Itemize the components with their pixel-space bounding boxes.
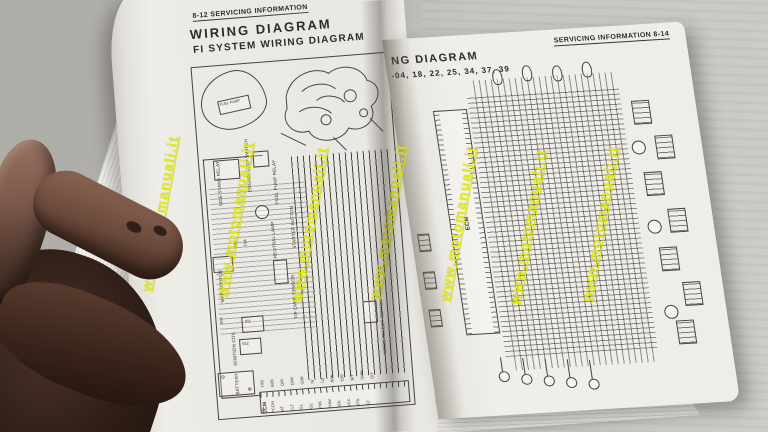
ecm-pin: IAT	[279, 405, 285, 413]
wire-code: G/Y	[368, 371, 375, 380]
gutter-connector-block	[428, 308, 443, 328]
battery-minus-sign: ⊖	[220, 374, 226, 381]
connector-block	[675, 319, 698, 345]
engine-pictorial-drawing	[280, 66, 384, 151]
wire	[499, 357, 504, 372]
wire-code: O/W	[289, 377, 295, 386]
injector-symbol	[587, 378, 601, 390]
battery-plus-sign: ⊕	[247, 386, 253, 393]
main-switch-box	[212, 255, 234, 274]
injector-symbol	[542, 375, 556, 387]
right-vertical-wires	[472, 71, 656, 371]
wire-code: Gr/W	[358, 370, 365, 380]
right-running-header: SERVICING INFORMATION 8-14	[553, 30, 670, 47]
ignition-coil-symbol	[520, 64, 534, 82]
fuel-pump-label: FUEL PUMP	[219, 98, 241, 107]
ecm-pin: E2	[364, 400, 371, 406]
ecm-pin: PCON	[269, 401, 276, 414]
sensor-symbol	[630, 140, 647, 155]
fingernail	[151, 223, 169, 238]
ecm-pin: VCC	[345, 398, 352, 408]
connector-block	[658, 246, 681, 272]
connector-block	[667, 207, 689, 233]
wire-code: Gr	[309, 379, 315, 384]
injector-symbol	[498, 370, 511, 383]
wire-code: O/G	[339, 373, 345, 382]
gutter-connector-block	[417, 233, 432, 253]
wire-code: B/Bl	[269, 379, 275, 388]
fuse-30a-label: 30A	[219, 317, 224, 325]
fuel-pump-relay-box	[252, 150, 270, 168]
injector-symbol	[520, 373, 534, 386]
left-diagram-frame: FUEL PUMP ENGINE STOP SWITCH SI	[190, 51, 416, 421]
ignition-coil-label: IGNITION COIL	[230, 331, 239, 366]
ecm-pin: IG2	[307, 403, 314, 411]
sensor-symbol	[663, 304, 680, 320]
fuel-tank-drawing: FUEL PUMP	[194, 64, 272, 136]
wire-code: O/R	[279, 378, 285, 387]
ecm-pin: KNK	[317, 400, 323, 410]
wire-code: B/W	[329, 374, 335, 383]
mode-select-switch-box	[362, 300, 379, 324]
connector-block	[630, 99, 653, 125]
wire-code: G/W	[299, 376, 305, 385]
right-page-title: NG DIAGRAM	[390, 50, 480, 68]
ecm-pin: IG1	[298, 403, 304, 411]
wire-code: Lg	[319, 378, 325, 384]
ignition-coil-symbol	[551, 65, 564, 82]
fuse-10a-label: 10A	[233, 239, 238, 248]
right-ecm-label: ECM	[463, 216, 472, 231]
wire-code: B/Y	[349, 373, 355, 381]
ignition-coil-symbol	[580, 61, 594, 78]
connector-block	[654, 134, 676, 160]
fuse-15a-label: 15A	[243, 238, 248, 247]
gutter-connector-block	[422, 271, 438, 290]
connector-block	[682, 281, 704, 306]
ignition-coil-1-box: IG1	[241, 315, 265, 333]
ecm-pin: THW	[326, 399, 333, 409]
right-page: SERVICING INFORMATION 8-14 NG DIAGRAM -0…	[382, 21, 741, 420]
wire-code: Y/Bl	[259, 380, 265, 388]
ecm-pin: CLT	[288, 403, 295, 412]
tip-over-sensor-box	[272, 259, 289, 285]
ecm-pin: SOL	[336, 399, 342, 408]
fingernail	[124, 218, 144, 236]
ignition-coil-2-box: IG2	[238, 337, 263, 356]
right-diagram: ECM	[389, 61, 733, 414]
ecm-label: ECM	[261, 401, 269, 414]
ig1-label: IG1	[244, 318, 252, 324]
connector-block	[643, 171, 666, 197]
ecm-pin: VTA	[355, 398, 361, 407]
sensor-symbol	[646, 219, 663, 235]
fuel-pump-box: FUEL PUMP	[217, 94, 252, 116]
injector-symbol	[565, 376, 578, 389]
ig2-label: IG2	[242, 340, 249, 347]
left-page: 8-12 SERVICING INFORMATION WIRING DIAGRA…	[106, 0, 440, 432]
